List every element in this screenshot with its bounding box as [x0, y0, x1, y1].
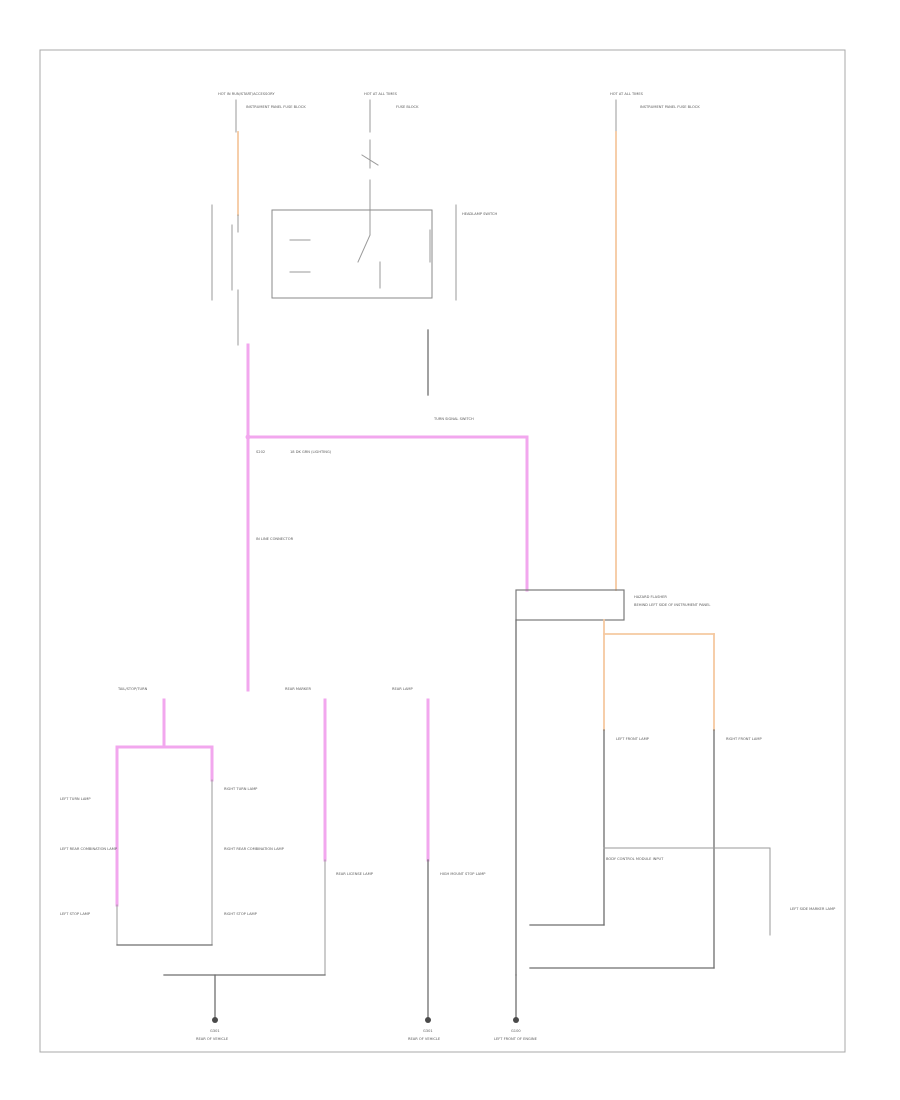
label-turn-switch: TURN SIGNAL SWITCH [433, 417, 474, 421]
turn-signal-switch: TURN SIGNAL SWITCH [427, 329, 474, 421]
ground-3-icon [513, 1017, 519, 1023]
label-ground-1: G301 [210, 1029, 220, 1033]
label-top-right-detail: INSTRUMENT PANEL FUSE BLOCK [640, 105, 700, 109]
label-mid2-lamp: HIGH MOUNT STOP LAMP [440, 872, 486, 876]
label-module-detail: BEHIND LEFT SIDE OF INSTRUMENT PANEL [634, 603, 710, 607]
splice-dot [245, 434, 251, 440]
label-connector-mid: IN LINE CONNECTOR [256, 537, 294, 541]
label-ground-2-detail: REAR OF VEHICLE [408, 1037, 441, 1041]
hazard-flasher-module: HAZARD FLASHER BEHIND LEFT SIDE OF INSTR… [515, 589, 715, 976]
label-splice: S202 [256, 450, 265, 454]
label-mid-lamp: REAR LICENSE LAMP [336, 872, 374, 876]
label-top-mid: HOT AT ALL TIMES [364, 92, 398, 96]
label-ground-3: G100 [511, 1029, 521, 1033]
label-module: HAZARD FLASHER [634, 595, 667, 599]
label-left-lamp-2: LEFT REAR COMBINATION LAMP [60, 847, 118, 851]
label-ground-2: G301 [423, 1029, 433, 1033]
grounds: G301 REAR OF VEHICLE G301 REAR OF VEHICL… [196, 974, 538, 1041]
headlamp-switch: HEADLAMP SWITCH [211, 204, 498, 346]
top-right-fuse: HOT AT ALL TIMES INSTRUMENT PANEL FUSE B… [610, 92, 700, 591]
pink-trunk: S202 18 DK GRN (LIGHTING) IN LINE CONNEC… [245, 343, 529, 692]
label-right-lamp-3: RIGHT STOP LAMP [224, 912, 258, 916]
label-right-lamp-1: RIGHT TURN LAMP [224, 787, 258, 791]
label-top-mid-detail: FUSE BLOCK [396, 105, 419, 109]
label-left-lamp-3: LEFT STOP LAMP [60, 912, 91, 916]
label-body-ctrl: BODY CONTROL MODULE INPUT [606, 857, 664, 861]
label-side-marker: LEFT SIDE MARKER LAMP [790, 907, 836, 911]
label-lamp-mid2: REAR LAMP [392, 687, 414, 691]
front-lamps: LEFT FRONT LAMP RIGHT FRONT LAMP BODY CO… [529, 729, 836, 969]
diagram-frame [39, 49, 846, 1053]
top-mid-fuse: HOT AT ALL TIMES FUSE BLOCK [361, 92, 419, 236]
high-mount-stop: REAR LAMP HIGH MOUNT STOP LAMP [392, 687, 486, 1019]
label-headlamp-switch: HEADLAMP SWITCH [462, 212, 498, 216]
label-top-left-detail: INSTRUMENT PANEL FUSE BLOCK [246, 105, 306, 109]
rear-marker: REAR MARKER REAR LICENSE LAMP [163, 687, 374, 976]
switch-blade [357, 234, 371, 263]
label-top-left: HOT IN RUN/START/ACCESSORY [218, 92, 275, 96]
label-ground-3-detail: LEFT FRONT OF ENGINE [494, 1037, 538, 1041]
label-ground-1-detail: REAR OF VEHICLE [196, 1037, 229, 1041]
switch-contact-top [361, 154, 379, 166]
left-rear-cluster: TAIL/STOP/TURN LEFT TURN LAMP LEFT REAR … [60, 687, 285, 946]
label-left-lamp-1: LEFT TURN LAMP [60, 797, 91, 801]
label-lamp-left: TAIL/STOP/TURN [117, 687, 148, 691]
top-left-fuse: HOT IN RUN/START/ACCESSORY INSTRUMENT PA… [218, 92, 306, 216]
label-lamp-mid: REAR MARKER [285, 687, 312, 691]
ground-1-icon [212, 1017, 218, 1023]
ground-2-icon [425, 1017, 431, 1023]
module-box [515, 589, 625, 621]
label-wire-mid: 18 DK GRN (LIGHTING) [290, 450, 332, 454]
label-left-front: LEFT FRONT LAMP [616, 737, 650, 741]
switch-box [271, 209, 433, 299]
label-right-lamp-2: RIGHT REAR COMBINATION LAMP [224, 847, 285, 851]
label-top-right: HOT AT ALL TIMES [610, 92, 644, 96]
label-right-front: RIGHT FRONT LAMP [726, 737, 762, 741]
